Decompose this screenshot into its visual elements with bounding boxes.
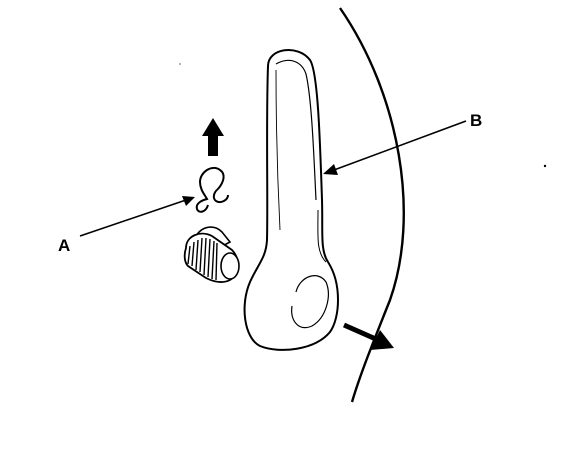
door-panel-edge (339, 7, 405, 403)
leader-line-b (323, 120, 467, 175)
knob-knurling (187, 237, 218, 281)
up-arrow-icon (202, 118, 224, 156)
speck-mark (179, 63, 181, 65)
callout-a: A (58, 236, 70, 255)
handle-inner-edge (275, 69, 281, 231)
handle-highlight-upper (275, 59, 317, 201)
handle-outline (243, 48, 339, 351)
knurled-knob (183, 226, 240, 284)
inner-door-handle (243, 48, 339, 351)
callout-b: B (470, 111, 482, 130)
leader-line-a (79, 196, 195, 237)
handle-neck-line (317, 209, 327, 263)
handle-pocket (291, 275, 329, 329)
rod-clip (195, 166, 225, 213)
diagonal-arrow-icon (342, 322, 394, 350)
knob-end-cap (220, 252, 240, 280)
rod-clip-tail (212, 188, 229, 204)
speck-mark (543, 164, 547, 168)
